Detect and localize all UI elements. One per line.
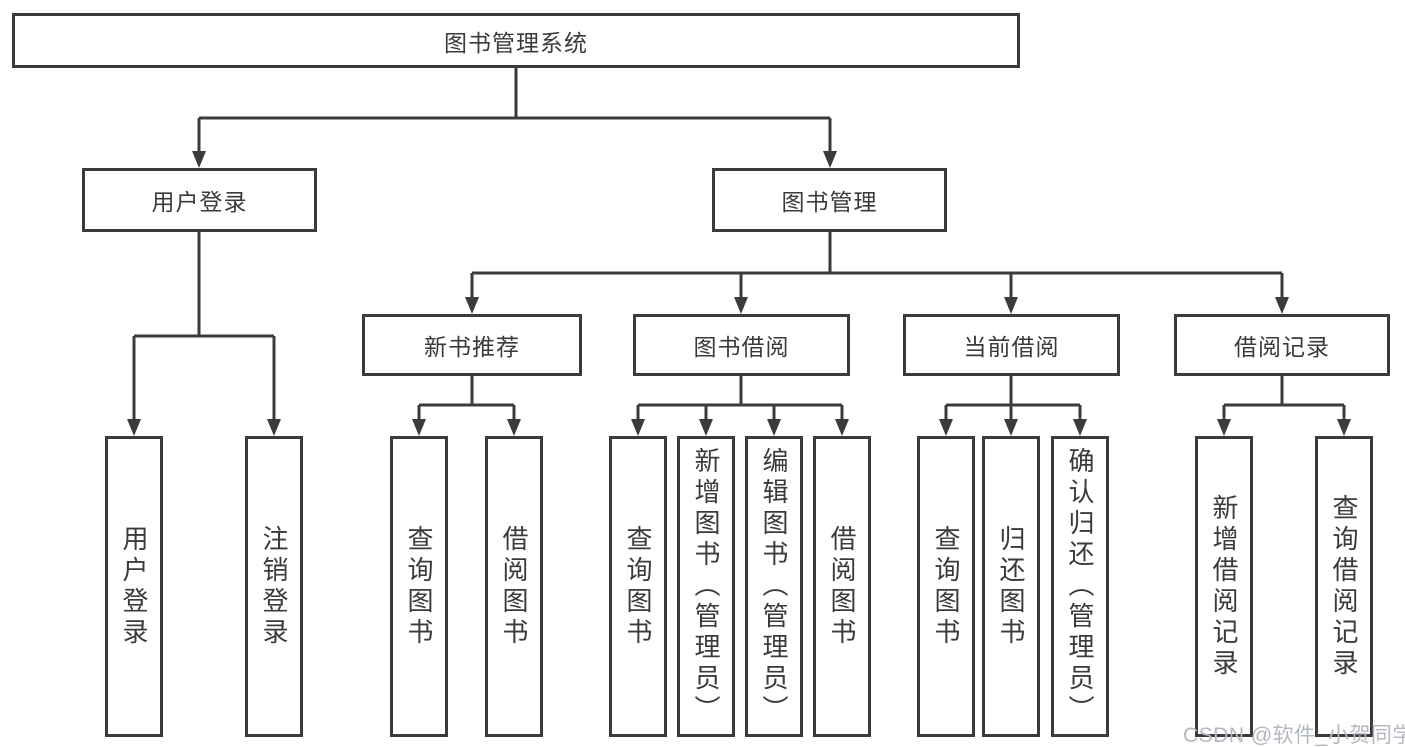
leaf-confirm-return-admin: 确认归还（管理员） (1051, 436, 1109, 737)
branch-borrow-records (1217, 375, 1351, 436)
branch-new-book-recommend (412, 375, 521, 436)
leaf-borrow-books: 借阅图书 (813, 436, 871, 737)
node-book-management: 图书管理 (712, 168, 947, 232)
branch-root (192, 66, 837, 168)
branch-user-login (127, 232, 281, 436)
leaf-add-borrow-record: 新增借阅记录 (1195, 436, 1253, 737)
node-root: 图书管理系统 (12, 13, 1020, 68)
leaf-add-books-admin: 新增图书（管理员） (677, 436, 735, 737)
leaf-borrow-books-recommend: 借阅图书 (485, 436, 543, 737)
leaf-logout: 注销登录 (245, 436, 303, 737)
leaf-return-books: 归还图书 (982, 436, 1040, 737)
node-new-book-recommend: 新书推荐 (362, 314, 582, 376)
branch-book-management (465, 232, 1289, 314)
watermark: CSDN @软件_小贺同学 (1183, 724, 1405, 747)
node-borrow-records: 借阅记录 (1174, 314, 1390, 376)
node-current-borrow: 当前借阅 (903, 314, 1120, 376)
leaf-query-books-recommend: 查询图书 (390, 436, 448, 737)
branch-book-borrow (631, 375, 849, 436)
leaf-query-borrow-record: 查询借阅记录 (1315, 436, 1373, 737)
leaf-query-books-current: 查询图书 (917, 436, 975, 737)
leaf-query-books-borrow: 查询图书 (609, 436, 667, 737)
branch-current-borrow (939, 375, 1087, 436)
leaf-edit-books-admin: 编辑图书（管理员） (745, 436, 803, 737)
node-user-login: 用户登录 (82, 168, 317, 232)
node-book-borrow: 图书借阅 (633, 314, 850, 376)
leaf-user-login: 用户登录 (105, 436, 163, 737)
